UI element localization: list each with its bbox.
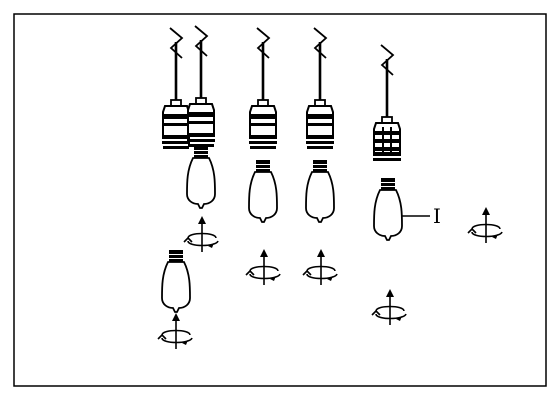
figure-border: [13, 13, 547, 387]
edison-bulb-icon: [186, 145, 216, 209]
lamp-socket-icon: [304, 26, 336, 151]
edison-bulb-icon: [305, 159, 335, 223]
lamp-socket-icon: [247, 26, 279, 151]
rotation-arrow-icon: [245, 248, 281, 286]
rotation-arrow-icon: [467, 206, 503, 244]
callout-label: I: [433, 204, 441, 228]
rotation-arrow-icon: [157, 312, 193, 350]
edison-bulb-icon: [248, 159, 278, 223]
rotation-arrow-icon: [183, 215, 219, 253]
lamp-socket-icon: [185, 24, 217, 149]
lamp-socket-icon: [371, 43, 403, 163]
rotation-arrow-icon: [371, 288, 407, 326]
edison-bulb-icon: [373, 177, 403, 241]
lamp-socket-icon: [160, 26, 192, 151]
edison-bulb-icon: [161, 249, 191, 313]
rotation-arrow-icon: [302, 248, 338, 286]
